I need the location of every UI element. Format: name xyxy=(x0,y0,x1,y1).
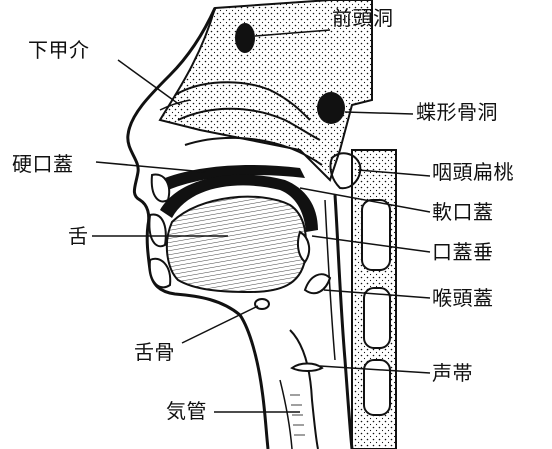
label-sphenoid-sinus: 蝶形骨洞 xyxy=(416,102,498,122)
label-soft-palate: 軟口蓋 xyxy=(432,202,494,222)
label-hyoid-bone: 舌骨 xyxy=(134,342,175,362)
label-trachea: 気管 xyxy=(166,401,207,421)
label-uvula: 口蓋垂 xyxy=(432,242,494,262)
label-inferior-turbinate: 下甲介 xyxy=(28,40,90,60)
trachea-outline xyxy=(280,380,292,449)
leader-sphenoid-sinus xyxy=(345,112,413,114)
label-epiglottis: 喉頭蓋 xyxy=(432,288,494,308)
label-tongue: 舌 xyxy=(68,226,89,246)
tongue-shape xyxy=(167,197,306,292)
pharynx-wall xyxy=(335,195,352,449)
hyoid-bone-shape xyxy=(255,299,269,309)
label-hard-palate: 硬口蓋 xyxy=(12,154,74,174)
label-pharyngeal-tonsil: 咽頭扁桃 xyxy=(432,162,514,182)
vocal-cords-shape xyxy=(292,364,322,372)
chin-jaw xyxy=(150,259,170,288)
label-frontal-sinus: 前頭洞 xyxy=(332,8,394,28)
larynx-outline xyxy=(290,330,318,449)
vertebrae xyxy=(362,200,390,415)
frontal-sinus-shape xyxy=(235,23,255,53)
lower-teeth xyxy=(149,215,165,247)
leader-hard-palate xyxy=(96,162,205,172)
label-vocal-cords: 声帯 xyxy=(432,363,473,383)
sphenoid-sinus-shape xyxy=(317,92,345,124)
trachea-texture xyxy=(290,395,305,435)
